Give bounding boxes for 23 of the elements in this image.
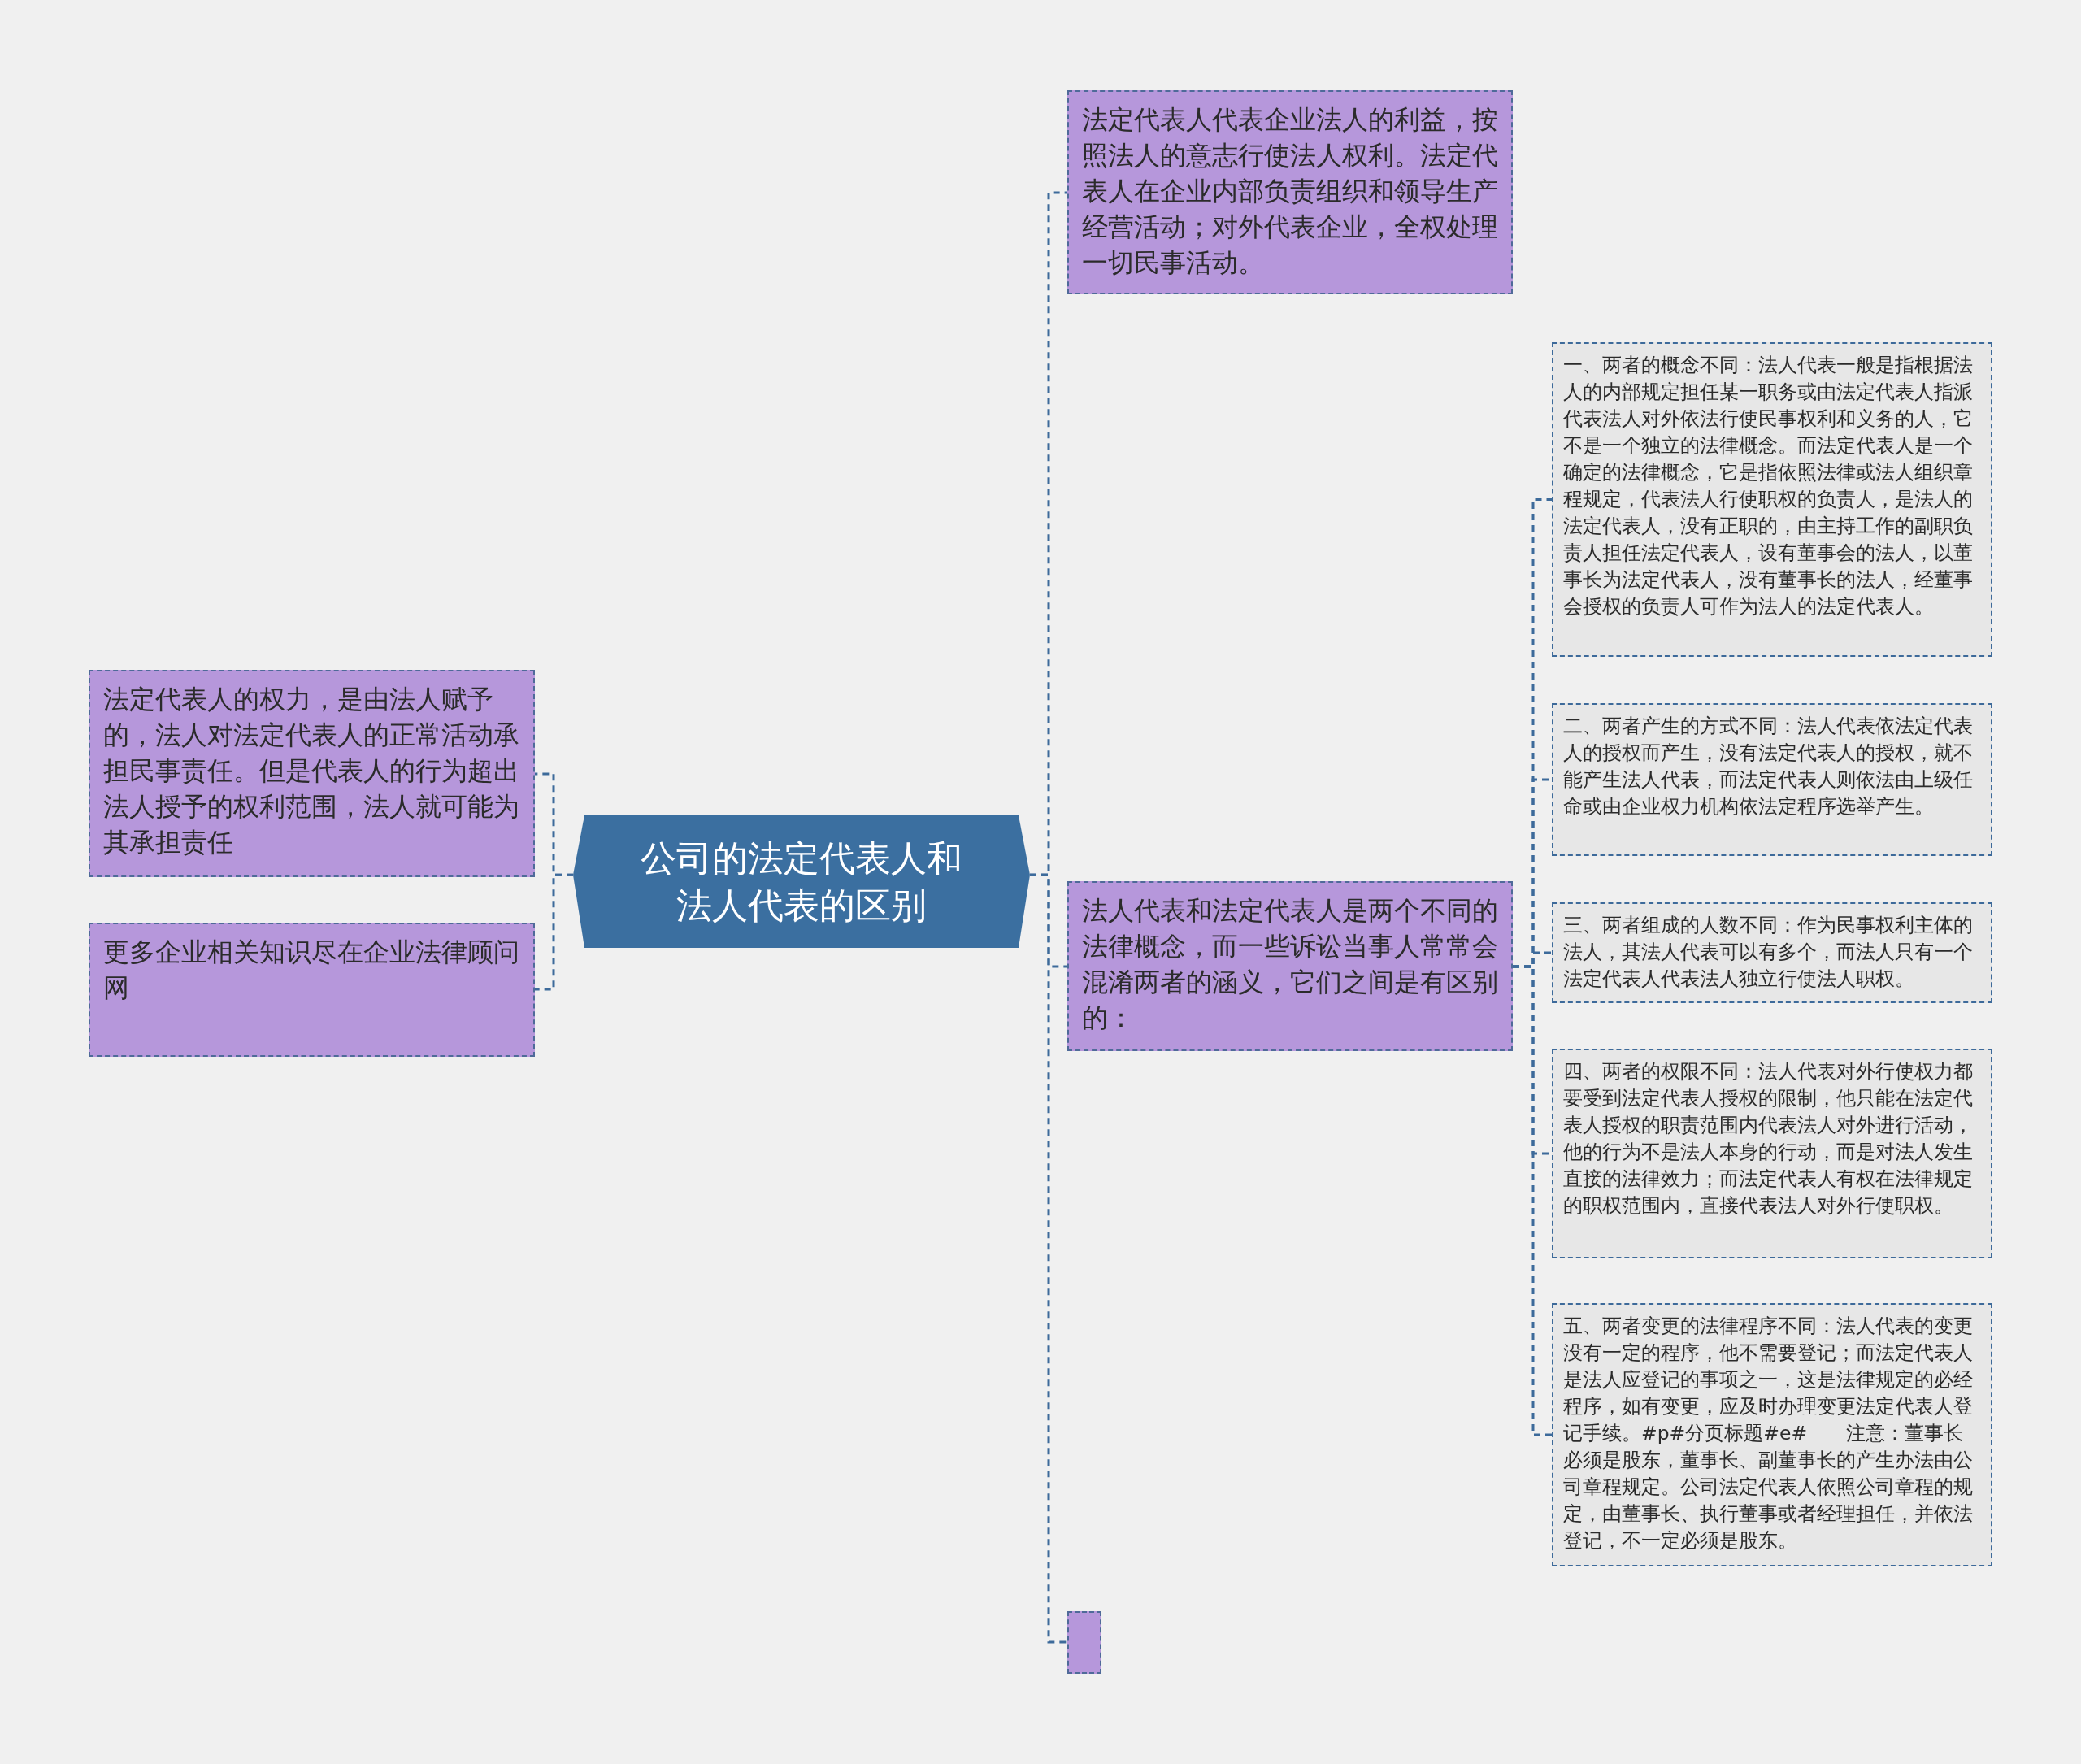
box-text: 四、两者的权限不同：法人代表对外行使权力都要受到法定代表人授权的限制，他只能在法定代表人授权的职责范围内代表法人对外进行活动，他的行为不是法人本身的行动，而是对法人发生直接的法律效力；而法定代表人有权在法律规定的职权范围内，直接代表法人对外行使职权。: [1563, 1060, 1973, 1217]
box-text: 法定代表人代表企业法人的利益，按照法人的意志行使法人权利。法定代表人在企业内部负责组织和领导生产经营活动；对外代表企业，全权处理一切民事活动。: [1082, 104, 1498, 278]
box-text: 一、两者的概念不同：法人代表一般是指根据法人的内部规定担任某一职务或由法定代表人指派代表法人对外依法行使民事权利和义务的人，它不是一个独立的法律概念。而法定代表人是一个确定的法律概念，它是指依照法律或法人组织章程规定，代表法人行使职权的负责人，是法人的法定代表人，没有正职的，由主持工作的副职负责人担任法定代表人，设有董事会的法人，以董事长为法定代表人，没有董事长的法人，经董事会授权的负责人可作为法人的法定代表人。: [1563, 354, 1973, 618]
empty-box: [1067, 1611, 1101, 1674]
box-text: 二、两者产生的方式不同：法人代表依法定代表人的授权而产生，没有法定代表人的授权，就不能产生法人代表，而法定代表人则依法由上级任命或由企业权力机构依法定程序选举产生。: [1563, 715, 1973, 818]
connector: [1513, 965, 1552, 1436]
topic-box: [89, 670, 535, 877]
box-text: 五、两者变更的法律程序不同：法人代表的变更没有一定的程序，他不需要登记；而法定代表人是法人应登记的事项之一，这是法律规定的必经程序，如有变更，应及时办理变更法定代表人登记手续。#p#分页标题#e# 注意：董事长必须是股东，董事长、副董事长的产生办法由公司章程规定。公司法定代表人依照公司章程的规定，由董事长、执行董事或者经理担任，并依法登记，不一定必须是股东。: [1563, 1314, 1973, 1552]
detail-box: [1552, 342, 1992, 657]
box-text: 更多企业相关知识尽在企业法律顾问网: [103, 936, 519, 1003]
detail-box: [1552, 703, 1992, 856]
topic-box: [89, 923, 535, 1057]
box-text: 法人代表和法定代表人是两个不同的法律概念，而一些诉讼当事人常常会混淆两者的涵义，它们之间是有区别的：: [1082, 895, 1498, 1033]
topic-box: [1067, 881, 1513, 1051]
connector: [535, 873, 573, 991]
detail-box: [1552, 1303, 1992, 1566]
detail-box: [1552, 902, 1992, 1003]
topic-box: [1067, 90, 1513, 294]
box-text: 法定代表人的权力，是由法人赋予的，法人对法定代表人的正常活动承担民事责任。但是代表人的行为超出法人授予的权利范围，法人就可能为其承担责任: [103, 684, 519, 858]
box-text: 三、两者组成的人数不同：作为民事权利主体的法人，其法人代表可以有多个，而法人只有一个法定代表人代表法人独立行使法人职权。: [1563, 914, 1973, 990]
connector: [1030, 873, 1067, 1644]
detail-box: [1552, 1049, 1992, 1258]
topic-title: 公司的法定代表人和法人代表的区别: [640, 836, 963, 928]
